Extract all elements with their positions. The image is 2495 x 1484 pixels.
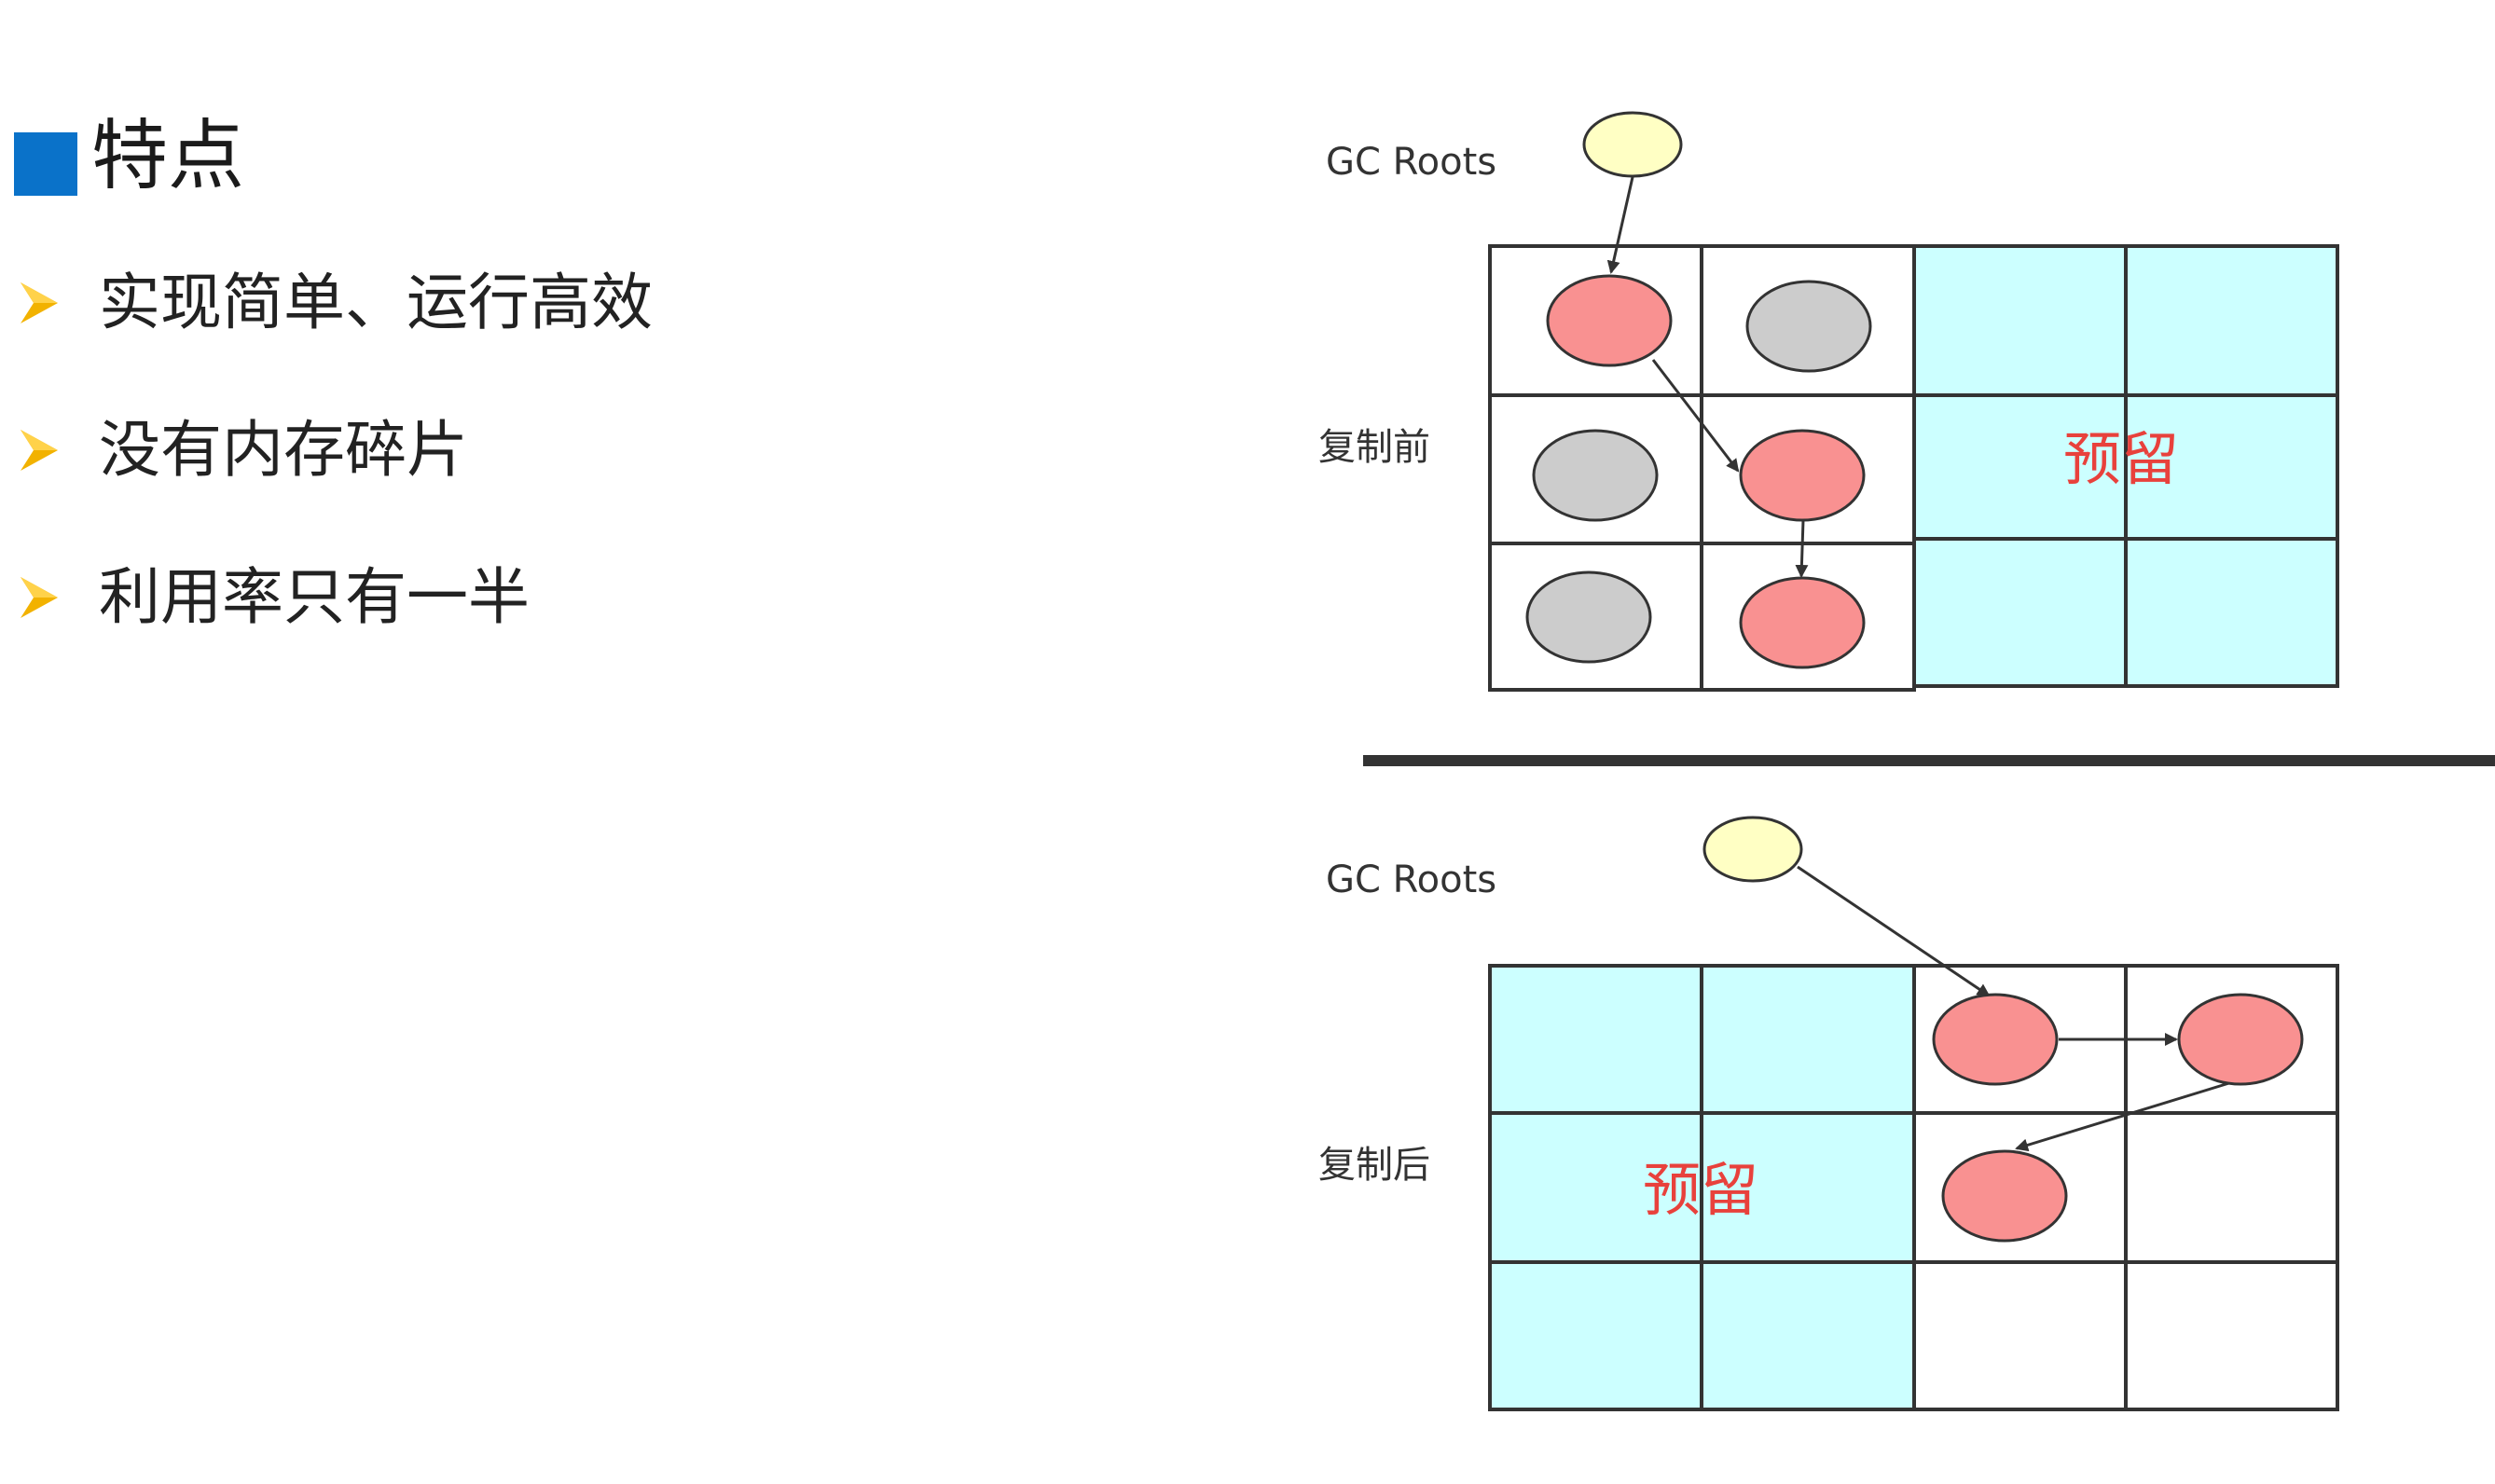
before-copy-section — [1488, 111, 2339, 692]
chevron-right-icon — [21, 430, 58, 471]
after-copy-section — [1488, 816, 2339, 1411]
dead-object — [1745, 280, 1872, 373]
bullet-item: 利用率只有一半 — [17, 560, 530, 635]
heap-grid — [1488, 244, 2339, 692]
section-divider — [1363, 755, 2495, 766]
live-object — [1932, 993, 2059, 1086]
bullet-text: 利用率只有一半 — [99, 561, 530, 633]
reference-arrow — [1795, 519, 1809, 578]
dead-object — [1525, 570, 1652, 664]
bullet-item: 没有内存碎片 — [17, 413, 468, 488]
blue-square-icon — [14, 132, 77, 196]
after-copy-label: 复制后 — [1318, 1144, 1430, 1187]
bullet-text: 实现简单、运行高效 — [99, 267, 653, 338]
reference-arrow — [1651, 359, 1740, 473]
live-object — [2177, 993, 2304, 1086]
bullet-text: 没有内存碎片 — [99, 414, 468, 486]
gc-root-node — [1702, 816, 1803, 883]
chevron-right-icon — [21, 577, 58, 618]
heap-grid — [1488, 964, 2339, 1411]
gc-roots-label: GC Roots — [1326, 859, 1497, 901]
before-copy-label: 复制前 — [1318, 426, 1430, 469]
reserved-label: 预留 — [1643, 1156, 1759, 1224]
bullet-item: 实现简单、运行高效 — [17, 266, 653, 340]
dead-object — [1532, 429, 1659, 522]
live-object — [1546, 274, 1673, 367]
heading-title: 特点 — [91, 112, 245, 200]
live-object — [1739, 429, 1866, 522]
chevron-right-icon — [21, 282, 58, 323]
reference-arrow — [1797, 865, 1991, 997]
feature-panel: 特点 实现简单、运行高效 没有内存碎片 利用率只有一半 — [0, 0, 1212, 746]
copying-gc-diagram: GC Roots 复制前 预留 GC Roots 复制后 预留 — [1277, 0, 2495, 1484]
gc-root-node — [1582, 111, 1683, 178]
diagram-canvas — [1363, 111, 2495, 1411]
live-object — [1739, 576, 1866, 669]
reference-arrow — [1606, 176, 1634, 274]
live-object — [1941, 1149, 2068, 1243]
gc-roots-label: GC Roots — [1326, 141, 1497, 184]
reference-arrow — [2015, 1080, 2233, 1152]
reserved-label: 预留 — [2063, 425, 2180, 493]
